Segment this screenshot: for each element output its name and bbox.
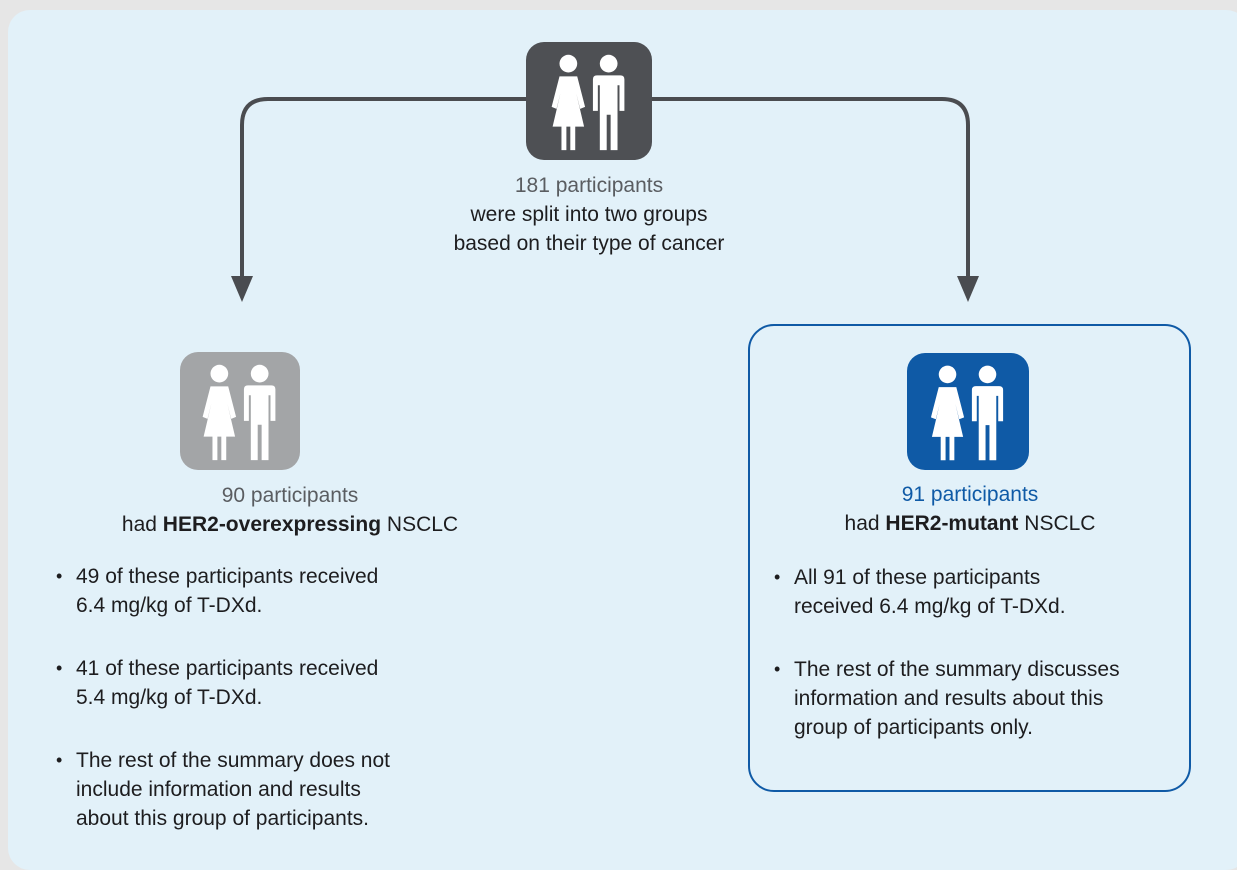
right-group-header: 91 participants had HER2-mutant NSCLC	[840, 481, 1100, 538]
right-cancer-suffix: NSCLC	[1024, 512, 1096, 535]
left-group-type: had HER2-overexpressing NSCLC	[110, 510, 470, 539]
people-icon	[526, 42, 652, 160]
right-group-type: had HER2-mutant NSCLC	[840, 509, 1100, 538]
list-item: The rest of the summary does not include…	[56, 746, 486, 833]
left-bullet-list: 49 of these participants received 6.4 mg…	[56, 562, 486, 867]
arrow-right-icon	[957, 276, 979, 302]
right-bullet-list: All 91 of these participants received 6.…	[774, 563, 1194, 776]
left-had-label: had	[121, 513, 157, 536]
connector-left	[240, 97, 526, 278]
connector-right	[652, 97, 970, 278]
right-participant-count: 91 participants	[901, 483, 1039, 506]
highlighted-group-box	[748, 324, 1191, 792]
people-icon	[180, 352, 300, 470]
top-participant-count: 181 participants	[514, 174, 664, 197]
top-description-line2: based on their type of cancer	[453, 232, 725, 255]
right-had-label: had	[844, 512, 880, 535]
left-participant-count: 90 participants	[221, 484, 359, 507]
right-cancer-type: HER2-mutant	[885, 512, 1019, 535]
left-group-header: 90 participants had HER2-overexpressing …	[110, 482, 470, 539]
list-item: 41 of these participants received 5.4 mg…	[56, 654, 486, 712]
list-item: 49 of these participants received 6.4 mg…	[56, 562, 486, 620]
people-icon	[907, 353, 1029, 470]
left-cancer-type: HER2-overexpressing	[162, 513, 382, 536]
left-cancer-suffix: NSCLC	[386, 513, 459, 536]
top-description-line1: were split into two groups	[470, 203, 708, 226]
list-item: All 91 of these participants received 6.…	[774, 563, 1194, 621]
arrow-left-icon	[231, 276, 253, 302]
top-group-text: 181 participants were split into two gro…	[389, 172, 789, 258]
list-item: The rest of the summary discusses inform…	[774, 655, 1194, 742]
